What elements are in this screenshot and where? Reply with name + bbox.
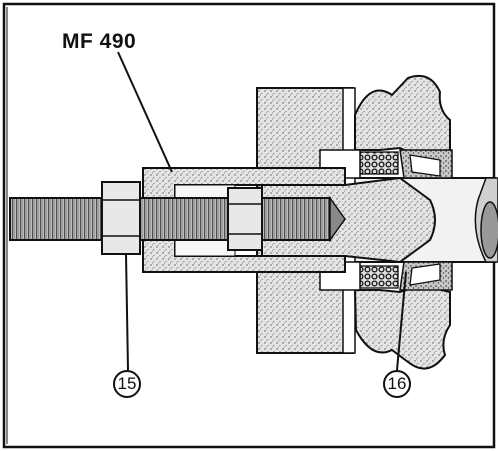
bearing-top bbox=[399, 149, 453, 179]
callout-16: 16 bbox=[383, 370, 411, 398]
callout-15: 15 bbox=[113, 370, 141, 398]
leader-15 bbox=[125, 253, 129, 371]
tool-label-mf490: MF 490 bbox=[62, 30, 137, 53]
threaded-rod bbox=[9, 197, 331, 241]
leader-mf490 bbox=[117, 51, 173, 173]
leader-16 bbox=[396, 271, 407, 371]
nut-15 bbox=[101, 181, 141, 255]
bearing-bottom bbox=[399, 261, 453, 291]
seal-top bbox=[359, 151, 399, 175]
hub-housing bbox=[353, 74, 451, 370]
seal-bottom bbox=[359, 265, 399, 289]
nut-inner bbox=[227, 187, 263, 251]
